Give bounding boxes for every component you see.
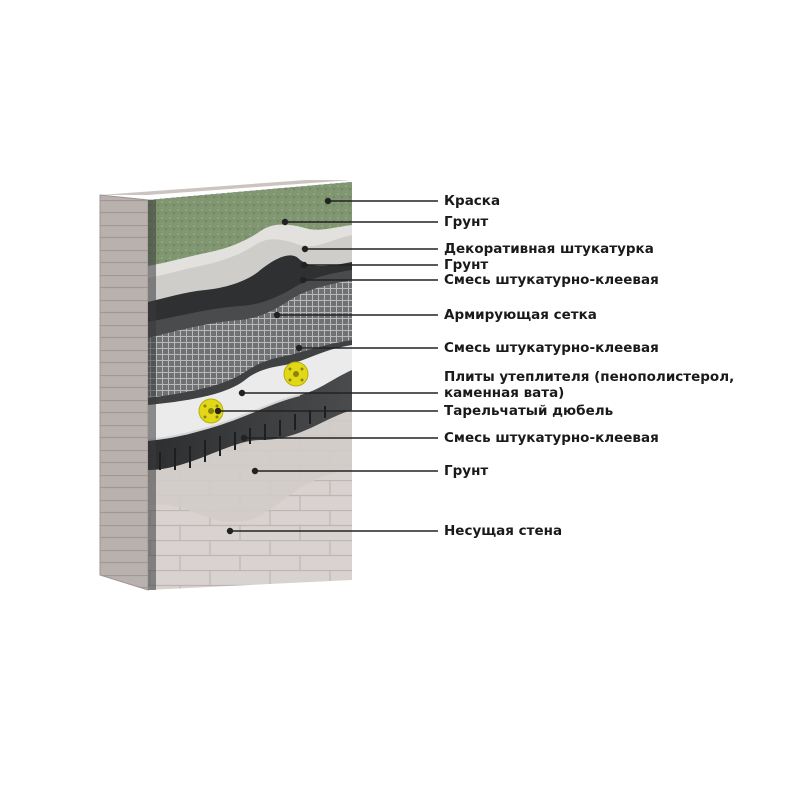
paint-layer — [148, 182, 352, 266]
wall-side-face — [100, 195, 148, 590]
label-primer-top: Грунт — [444, 214, 489, 230]
wall-front-edge — [148, 200, 156, 590]
label-reinforcing-mesh: Армирующая сетка — [444, 307, 597, 323]
wall-top-face — [100, 180, 352, 195]
label-adhesive-mix-1: Смесь штукатурно-клеевая — [444, 272, 659, 288]
label-decorative-plaster: Декоративная штукатурка — [444, 241, 654, 257]
label-adhesive-mix-3: Смесь штукатурно-клеевая — [444, 430, 659, 446]
plate-dowel-icon — [283, 361, 309, 387]
label-insulation-line-1: Плиты утеплителя (пенополистерол, — [444, 369, 735, 385]
plate-dowel-icon — [198, 398, 224, 424]
label-plate-dowel: Тарельчатый дюбель — [444, 403, 614, 419]
label-primer-bottom: Грунт — [444, 463, 489, 479]
label-paint: Краска — [444, 193, 501, 209]
label-primer-2: Грунт — [444, 257, 489, 273]
leader-lines — [214, 197, 438, 535]
label-load-bearing-wall: Несущая стена — [444, 523, 563, 539]
label-adhesive-mix-2: Смесь штукатурно-клеевая — [444, 340, 659, 356]
label-insulation-boards: Плиты утеплителя (пенополистерол, каменн… — [444, 369, 734, 401]
label-insulation-line-2: каменная вата) — [444, 385, 565, 401]
